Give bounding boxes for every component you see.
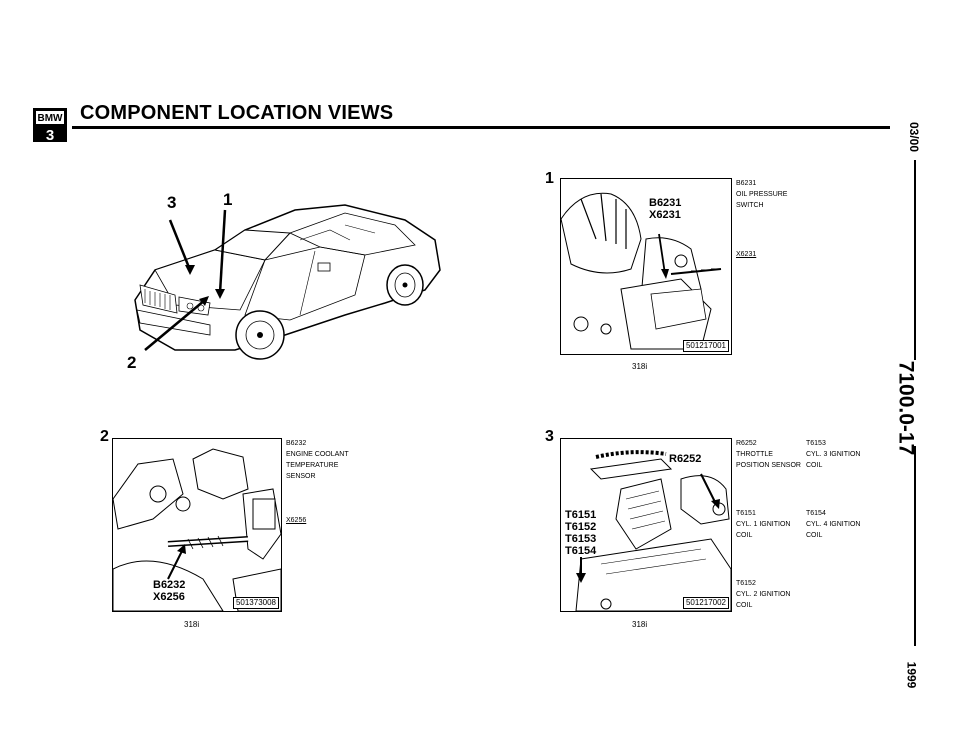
legend-b6232-desc-3: SENSOR (286, 473, 316, 480)
car-marker-1: 1 (223, 190, 233, 209)
legend-t6152-code: T6152 (736, 580, 756, 587)
legend-b6232-desc-1: ENGINE COOLANT (286, 451, 349, 458)
car-overview-illustration: 3 1 2 (115, 185, 455, 380)
callout-t6152: T6152 (565, 521, 597, 533)
callout-t6151: T6151 (565, 509, 597, 521)
callout-t6153: T6153 (565, 533, 597, 545)
logo-model: 3 (46, 127, 54, 143)
callout-t6154: T6154 (565, 545, 597, 557)
legend-t6153-code: T6153 (806, 440, 826, 447)
legend-t6151-desc-2: COIL (736, 532, 753, 539)
panel2-badge: 2 (100, 428, 109, 445)
callout-x6231: X6231 (649, 209, 681, 221)
legend-t6151-desc-1: CYL. 1 IGNITION (736, 521, 791, 528)
legend-t6154: T6154 CYL. 4 IGNITION COIL (806, 508, 860, 541)
side-rule-bottom (914, 446, 916, 646)
car-marker-2: 2 (127, 353, 137, 372)
callout-b6232: B6232 (153, 579, 186, 591)
legend-t6152-desc-2: COIL (736, 602, 753, 609)
legend-b6232-code: B6232 (286, 440, 307, 447)
legend-t6154-desc-1: CYL. 4 IGNITION (806, 521, 861, 528)
panel1-legend: B6231 OIL PRESSURE SWITCH (736, 178, 787, 211)
legend-b6231-code: B6231 (736, 180, 757, 187)
legend-b6232-desc-2: TEMPERATURE (286, 462, 339, 469)
car-marker-3: 3 (167, 193, 177, 212)
panel1-model: 318i (632, 362, 648, 371)
side-date: 03/00 (907, 121, 922, 153)
legend-t6154-desc-2: COIL (806, 532, 823, 539)
panel2-model: 318i (184, 620, 200, 629)
legend-b6231-desc-2: SWITCH (736, 202, 764, 209)
panel1-photo: B6231 X6231 501217001 (560, 178, 732, 355)
panel1-badge: 1 (545, 170, 554, 187)
panel2-image-code: 501373008 (232, 597, 279, 609)
legend-r6252: R6252 THROTTLE POSITION SENSOR (736, 438, 801, 471)
panel2-photo: B6232 X6256 501373008 (112, 438, 282, 612)
panel3-callout-list: T6151 T6152 T6153 T6154 (565, 509, 596, 557)
panel3-badge: 3 (545, 428, 554, 445)
side-year: 1999 (904, 661, 919, 689)
callout-b6231: B6231 (649, 197, 682, 209)
legend-r6252-code: R6252 (736, 440, 757, 447)
panel1-callout: B6231 X6231 (649, 197, 681, 221)
legend-x6231-code: X6231 (736, 251, 757, 258)
logo-text: BMW (38, 113, 64, 124)
bmw-3-series-logo: BMW 3 (32, 107, 68, 144)
panel3-photo: R6252 T6151 T6152 T6153 T6154 501217002 (560, 438, 732, 612)
side-page-number: 7100.0-17 (894, 360, 918, 456)
legend-t6153-desc-1: CYL. 3 IGNITION (806, 451, 861, 458)
panel3-callout-top: R6252 (669, 453, 702, 465)
panel3-model: 318i (632, 620, 648, 629)
side-rule-top (914, 160, 916, 360)
legend-t6151-code: T6151 (736, 510, 756, 517)
legend-t6153-desc-2: COIL (806, 462, 823, 469)
legend-t6151: T6151 CYL. 1 IGNITION COIL (736, 508, 790, 541)
panel2-legend: B6232 ENGINE COOLANT TEMPERATURE SENSOR (286, 438, 349, 482)
panel1-image-code: 501217001 (682, 340, 729, 352)
panel3-image-code: 501217002 (682, 597, 729, 609)
title-rule (72, 126, 890, 129)
legend-t6153: T6153 CYL. 3 IGNITION COIL (806, 438, 860, 471)
legend-t6154-code: T6154 (806, 510, 826, 517)
panel2-callout: B6232 X6256 (153, 579, 185, 603)
legend-r6252-desc-2: POSITION SENSOR (736, 462, 801, 469)
legend-x6256-code: X6256 (286, 517, 307, 524)
callout-x6256: X6256 (153, 591, 185, 603)
legend-t6152-desc-1: CYL. 2 IGNITION (736, 591, 791, 598)
legend-r6252-desc-1: THROTTLE (736, 451, 773, 458)
page-title: COMPONENT LOCATION VIEWS (80, 102, 394, 124)
legend-t6152: T6152 CYL. 2 IGNITION COIL (736, 578, 790, 611)
legend-b6231-desc-1: OIL PRESSURE (736, 191, 788, 198)
